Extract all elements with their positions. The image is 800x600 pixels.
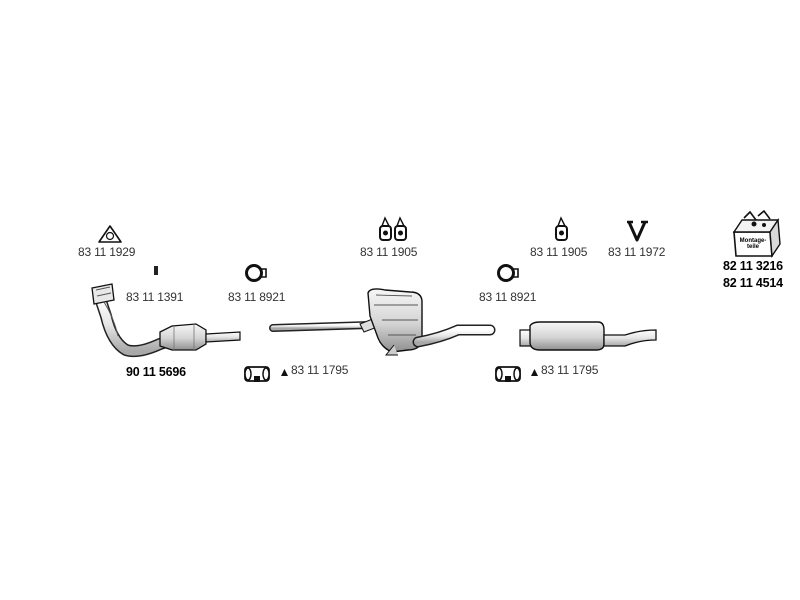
part-number-clamp-front: 83 11 8921: [228, 290, 286, 304]
rear-silencer-icon: [519, 321, 657, 351]
part-number-hanger-v: 83 11 1972: [608, 245, 666, 259]
part-number-catalyst: 90 11 5696: [126, 365, 186, 379]
sleeve-left-icon: [244, 366, 270, 382]
part-number-clamp-rear: 83 11 8921: [479, 290, 537, 304]
sleeve-right-icon: [495, 366, 521, 382]
part-number-hanger-pair: 83 11 1905: [360, 245, 418, 259]
kit-box-label: Montage-teile: [739, 238, 767, 250]
part-number-bracket: 83 11 1391: [126, 290, 184, 304]
part-number-gasket: 83 11 1929: [78, 245, 136, 259]
rubber-hanger-pair-icon: [379, 216, 407, 241]
rubber-hanger-icon: [555, 216, 568, 241]
clamp-rear-icon: [497, 264, 519, 282]
clamp-front-icon: [245, 264, 267, 282]
part-number-sleeve-right: 83 11 1795: [541, 363, 599, 377]
gasket-flange-icon: [98, 225, 122, 243]
v-hanger-icon: [627, 220, 648, 242]
mounting-kit-box-icon: [732, 209, 781, 259]
part-number-sleeve-left: 83 11 1795: [291, 363, 349, 377]
bracket-small-icon: [154, 266, 158, 275]
part-number-kit-1: 82 11 3216: [723, 259, 783, 273]
warning-triangle-left-icon: [281, 369, 288, 376]
warning-triangle-right-icon: [531, 369, 538, 376]
part-number-hanger-rear: 83 11 1905: [530, 245, 588, 259]
part-number-kit-2: 82 11 4514: [723, 276, 783, 290]
middle-muffler-icon: [269, 288, 496, 356]
front-pipe-catalyst-icon: [91, 283, 241, 358]
